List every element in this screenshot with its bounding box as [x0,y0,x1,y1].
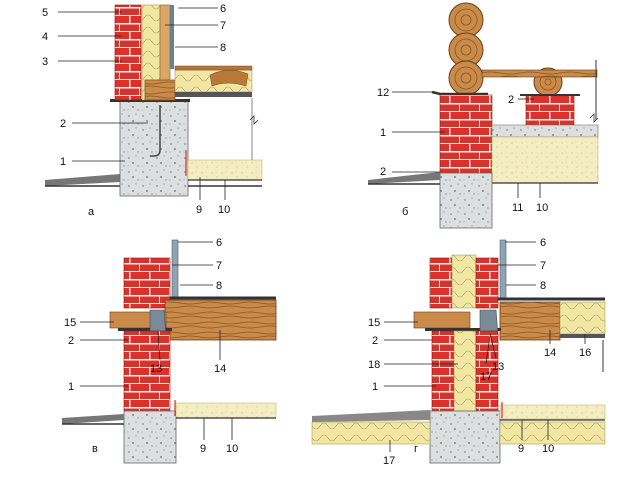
callout-label: 15 [368,317,380,329]
panel-letter: а [88,206,95,218]
brick-plinth [123,330,171,412]
callout-label: 12 [377,87,389,99]
panel-b: 12 1 2 2 11 10 б [368,2,599,229]
concrete-foundation [429,410,501,464]
callout-label: 18 [368,359,380,371]
callout-label: 3 [42,56,48,68]
plinth-insulation [453,330,477,412]
wall-insulation [451,254,477,309]
callout-label: 11 [512,202,523,214]
callout-label: 7 [540,260,546,272]
callout-label: 13 [150,363,162,375]
blind-area [45,174,120,186]
floor-break [249,115,259,125]
callout-label: 13 [492,361,504,373]
callout-label: 7 [220,20,226,32]
floor-insulation [559,301,606,335]
callout-label: 1 [380,127,386,139]
brick-cladding [123,257,171,309]
subfloor-board [560,334,605,338]
anchor-bolt [150,105,161,157]
callout-label: 2 [380,166,386,178]
callout-label: 5 [42,7,48,19]
callout-label: 10 [536,202,548,214]
ground-insulation [499,421,606,445]
vapour-barrier [170,5,174,69]
callout-label: 9 [518,443,524,455]
floor-beam [499,301,561,341]
callout-label: 6 [220,3,226,15]
floor-boards [174,65,253,71]
damp-proof-layer [425,328,501,331]
sand-fill [491,136,599,184]
sill-beam [144,79,176,101]
callout-label: 2 [372,335,378,347]
callout-label: 9 [200,443,206,455]
callout-label: 17 [383,455,395,467]
callout-label: 1 [60,156,66,168]
brick-cladding [114,4,142,101]
callout-label: 1 [372,381,378,393]
panel-g: 6 7 8 15 2 18 1 13 14 16 17 17 9 10 г [311,237,606,467]
sand-fill [175,402,277,419]
brick-inner-leaf [475,257,499,309]
blind-area [312,410,430,422]
damp-proof-layer [431,90,488,96]
callout-label: 16 [579,347,591,359]
brick-plinth [431,330,455,412]
floor-break [589,113,599,123]
floor-joist [209,70,249,87]
callout-label: 8 [220,42,226,54]
callout-label: 8 [216,280,222,292]
subfloor-board [175,92,252,97]
sand-fill [187,159,263,181]
callout-label: 10 [542,443,554,455]
concrete-screed [491,124,599,138]
callout-label: 10 [218,204,230,216]
callout-label: 2 [60,118,66,130]
wall-sheathing [171,239,179,299]
plinth-cap [413,311,471,329]
concrete-foundation [123,410,177,464]
wall-sheathing [499,239,507,299]
callout-label: 7 [216,260,222,272]
ground-insulation [311,421,431,445]
damp-proof-layer [110,99,190,102]
callout-label: 1 [68,381,74,393]
panel-v: 6 7 8 15 2 1 13 14 9 10 в [62,237,277,464]
brick-cladding [429,257,453,309]
brick-pier [525,94,575,126]
callout-label: 15 [64,317,76,329]
panel-a: 5 4 3 2 1 6 7 8 9 10 а [42,3,263,218]
floor-boards [481,69,598,78]
callout-label: 2 [68,335,74,347]
concrete-foundation [119,99,189,197]
sand-fill [499,404,606,420]
panel-letter: в [92,443,98,455]
concrete-foundation [439,172,493,229]
callout-label: 14 [214,363,226,375]
floor-beam [164,299,277,341]
callout-label: 6 [216,237,222,249]
callout-label: 2 [508,94,514,106]
panel-letter: б [402,206,408,218]
callout-label: 10 [226,443,238,455]
panel-letter: г [414,443,418,455]
callout-label: 14 [544,347,556,359]
blind-area [368,172,440,184]
damp-proof-layer [118,328,172,331]
callout-label: 8 [540,280,546,292]
brick-plinth [439,94,493,174]
blind-area [62,414,124,424]
log-wall [448,2,563,97]
callout-label: 17 [480,371,492,383]
callout-label: 6 [540,237,546,249]
callout-label: 4 [42,31,48,43]
callout-label: 9 [196,204,202,216]
